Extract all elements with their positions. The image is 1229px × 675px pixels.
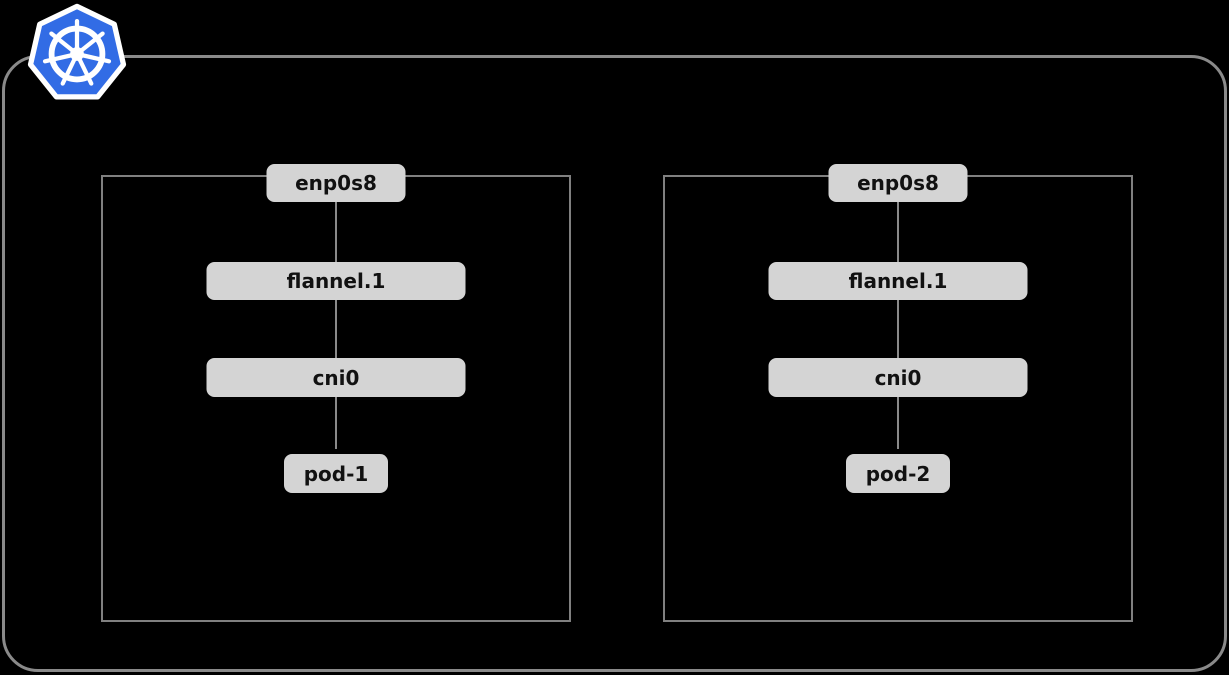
pod-1-box: pod-1 bbox=[284, 454, 388, 493]
node-1: enp0s8 flannel.1 cni0 pod-1 bbox=[101, 164, 571, 622]
flannel-box: flannel.1 bbox=[206, 262, 466, 300]
kubernetes-logo-icon bbox=[27, 3, 127, 100]
connector-line bbox=[897, 300, 899, 358]
connector-line bbox=[335, 300, 337, 358]
cni0-box: cni0 bbox=[206, 358, 466, 397]
enp0s8-box: enp0s8 bbox=[828, 164, 968, 202]
connector-line bbox=[897, 202, 899, 262]
cluster-boundary bbox=[2, 55, 1227, 672]
connector-line bbox=[335, 397, 337, 449]
cni0-box: cni0 bbox=[768, 358, 1028, 397]
pod-2-box: pod-2 bbox=[846, 454, 950, 493]
logo-helm-hub bbox=[70, 47, 84, 61]
node-2: enp0s8 flannel.1 cni0 pod-2 bbox=[663, 164, 1133, 622]
connector-line bbox=[335, 202, 337, 262]
logo-helm-ring bbox=[48, 25, 106, 83]
enp0s8-box: enp0s8 bbox=[266, 164, 406, 202]
connector-line bbox=[897, 397, 899, 449]
flannel-box: flannel.1 bbox=[768, 262, 1028, 300]
